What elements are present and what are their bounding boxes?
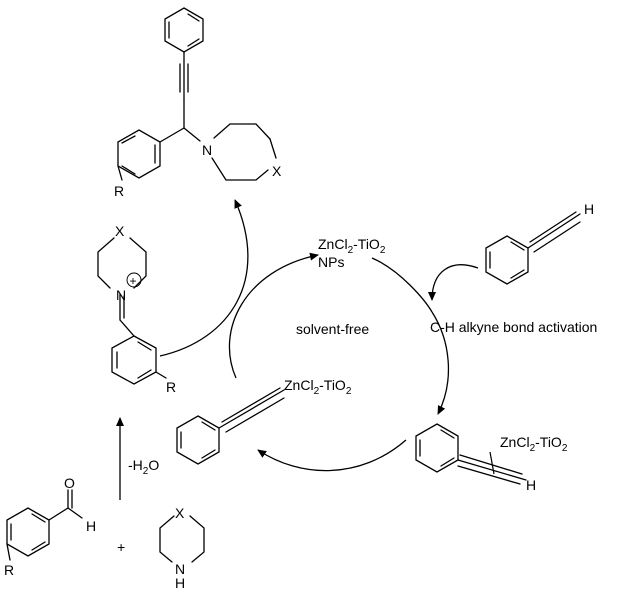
atom-h-amine: H: [175, 575, 185, 589]
atom-o-aldehyde: O: [64, 475, 75, 491]
alkyne-incoming-arrow: [428, 264, 479, 301]
positive-charge-circle: [126, 272, 142, 288]
iminium-intermediate: [97, 237, 167, 385]
positive-charge: +: [130, 274, 137, 288]
propargylamine-product: [117, 7, 277, 181]
bottom-cycle-arrow: [257, 439, 407, 472]
atom-h-intermediate: H: [526, 477, 536, 493]
atom-x-product: X: [272, 163, 282, 179]
atom-n-iminium: N: [116, 287, 126, 303]
iminium-to-product-arrow: [159, 199, 249, 357]
atom-r-aldehyde: R: [4, 562, 14, 578]
catalyst-label: ZnCl2-TiO2: [318, 236, 386, 256]
zn-pi-complex: [415, 423, 527, 485]
activation-label: C-H alkyne bond activation: [430, 319, 597, 335]
regeneration-arrow: [228, 252, 319, 379]
atom-x-amine: X: [175, 505, 185, 521]
atom-x-iminium: X: [115, 223, 125, 239]
aldehyde-reagent: [6, 489, 83, 561]
atom-r-iminium: R: [166, 379, 176, 395]
dehydration-label: -H2O: [128, 457, 159, 477]
atom-h-aldehyde: H: [86, 518, 96, 534]
atom-h-alkyne: H: [584, 201, 594, 217]
catalyst-np-label: NPs: [318, 254, 344, 270]
solvent-free-label: solvent-free: [296, 321, 369, 337]
catalyst-to-activation-arc: [371, 257, 433, 313]
phenylacetylene: [485, 211, 581, 285]
atom-n-product: N: [202, 142, 212, 158]
amine-reagent: [159, 515, 205, 563]
zn-acetylide-label: ZnCl2-TiO2: [284, 377, 352, 397]
zinc-acetylide: [176, 387, 285, 465]
atom-r-product: R: [114, 183, 124, 199]
plus-sign: +: [117, 539, 125, 555]
zn-complex-label: ZnCl2-TiO2: [500, 434, 568, 454]
activation-arrow: [431, 311, 450, 415]
atom-n-amine: N: [175, 561, 185, 577]
